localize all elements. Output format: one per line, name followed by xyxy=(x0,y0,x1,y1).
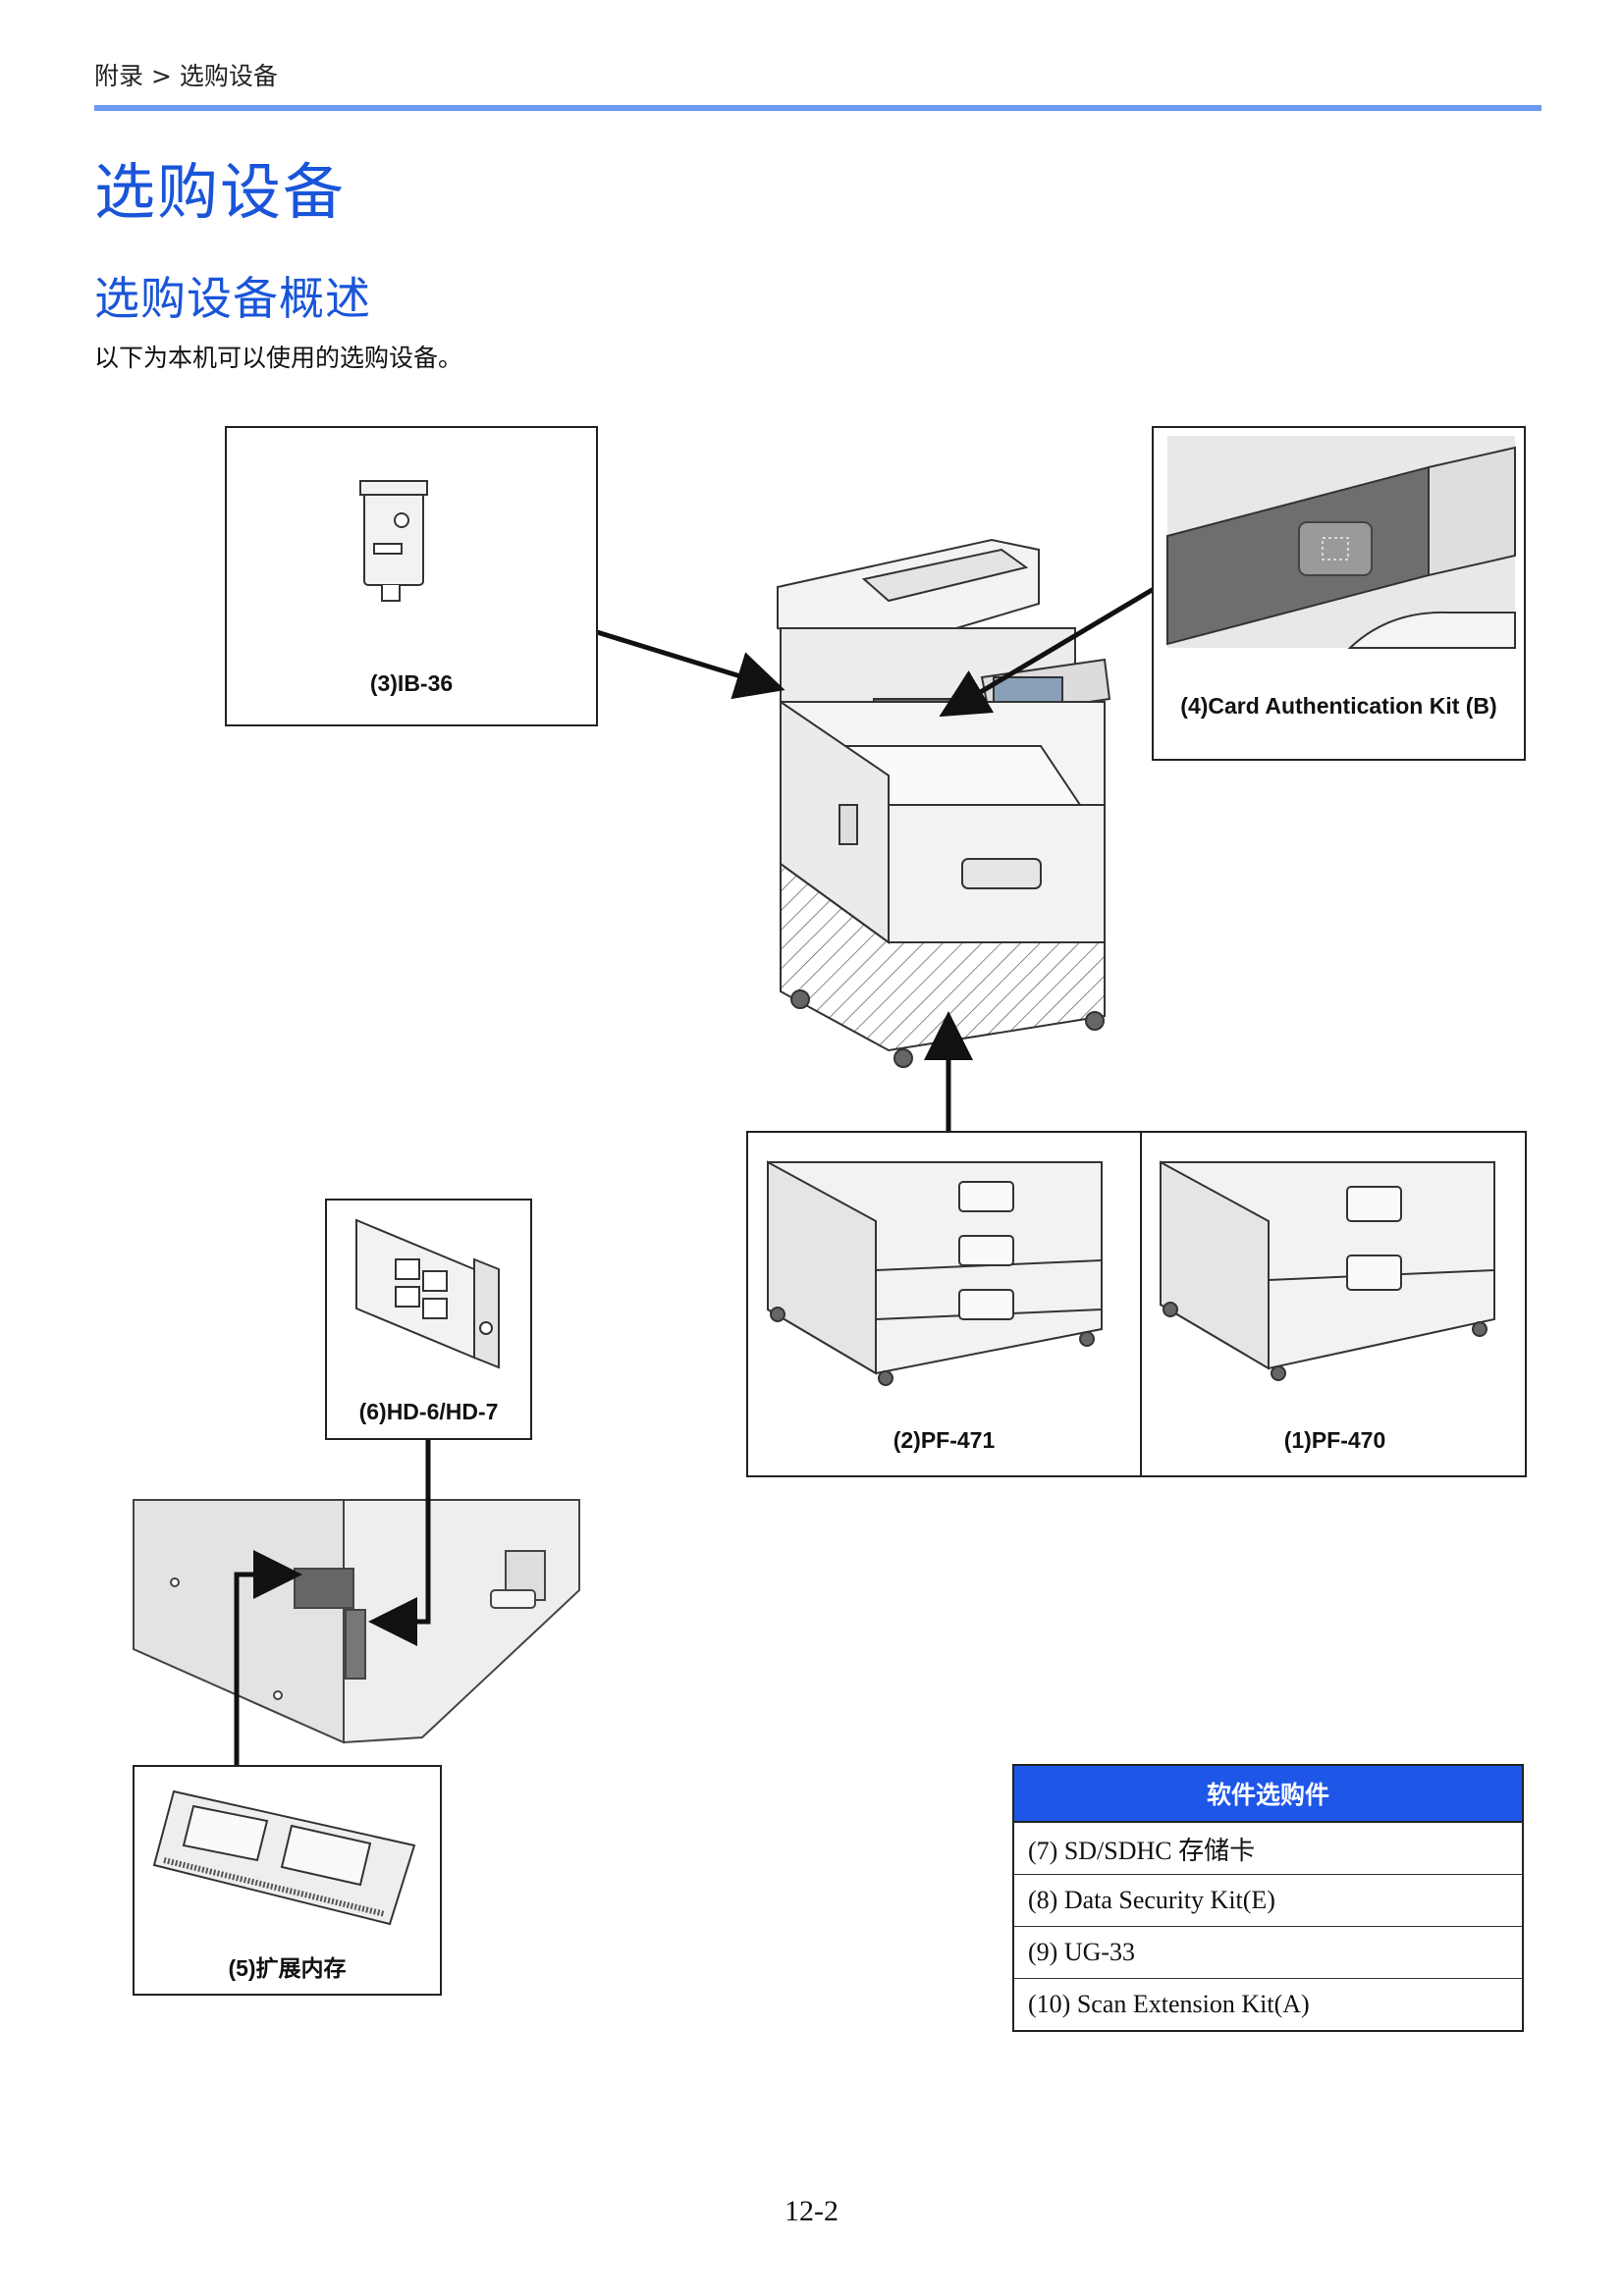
page-title: 选购设备 xyxy=(94,156,347,228)
option-arrows xyxy=(234,586,1156,1765)
main-printer xyxy=(777,538,1111,1068)
rear-printer-view xyxy=(133,1499,580,1744)
header-rule xyxy=(94,105,1542,111)
feeder-divider xyxy=(1140,1133,1142,1475)
software-item: (10) Scan Extension Kit(A) xyxy=(1013,1978,1523,2031)
software-table-header: 软件选购件 xyxy=(1013,1765,1523,1823)
option-box-ib36: (3)IB-36 xyxy=(225,426,598,726)
card-auth-illustration xyxy=(1166,436,1516,649)
software-item: (9) UG-33 xyxy=(1013,1926,1523,1979)
memory-illustration xyxy=(152,1789,416,1926)
pf471-caption: (2)PF-471 xyxy=(893,1427,996,1453)
option-box-paper-feeders: (2)PF-471 (1)PF-470 xyxy=(746,1131,1527,1477)
hd-caption: (6)HD-6/HD-7 xyxy=(358,1399,499,1424)
software-item: (8) Data Security Kit(E) xyxy=(1013,1874,1523,1927)
pf471-illustration xyxy=(767,1160,1103,1386)
software-options-table: 软件选购件 (7) SD/SDHC 存储卡 (8) Data Security … xyxy=(1012,1764,1524,2032)
ib36-illustration xyxy=(359,480,428,602)
page-number: 12-2 xyxy=(784,2195,839,2227)
card-auth-caption: (4)Card Authentication Kit (B) xyxy=(1180,693,1497,719)
ib36-caption: (3)IB-36 xyxy=(369,670,454,696)
option-box-hd: (6)HD-6/HD-7 xyxy=(325,1199,532,1440)
software-item: (7) SD/SDHC 存储卡 xyxy=(1013,1821,1523,1875)
option-box-card-auth: (4)Card Authentication Kit (B) xyxy=(1152,426,1526,761)
pf470-caption: (1)PF-470 xyxy=(1283,1427,1386,1453)
pf470-illustration xyxy=(1160,1160,1495,1381)
hd-illustration xyxy=(355,1218,500,1369)
breadcrumb: 附录 > 选购设备 xyxy=(94,62,278,90)
section-title: 选购设备概述 xyxy=(94,272,371,325)
option-box-memory: (5)扩展内存 xyxy=(133,1765,442,1996)
intro-text: 以下为本机可以使用的选购设备。 xyxy=(94,344,463,372)
memory-caption: (5)扩展内存 xyxy=(228,1955,347,1981)
